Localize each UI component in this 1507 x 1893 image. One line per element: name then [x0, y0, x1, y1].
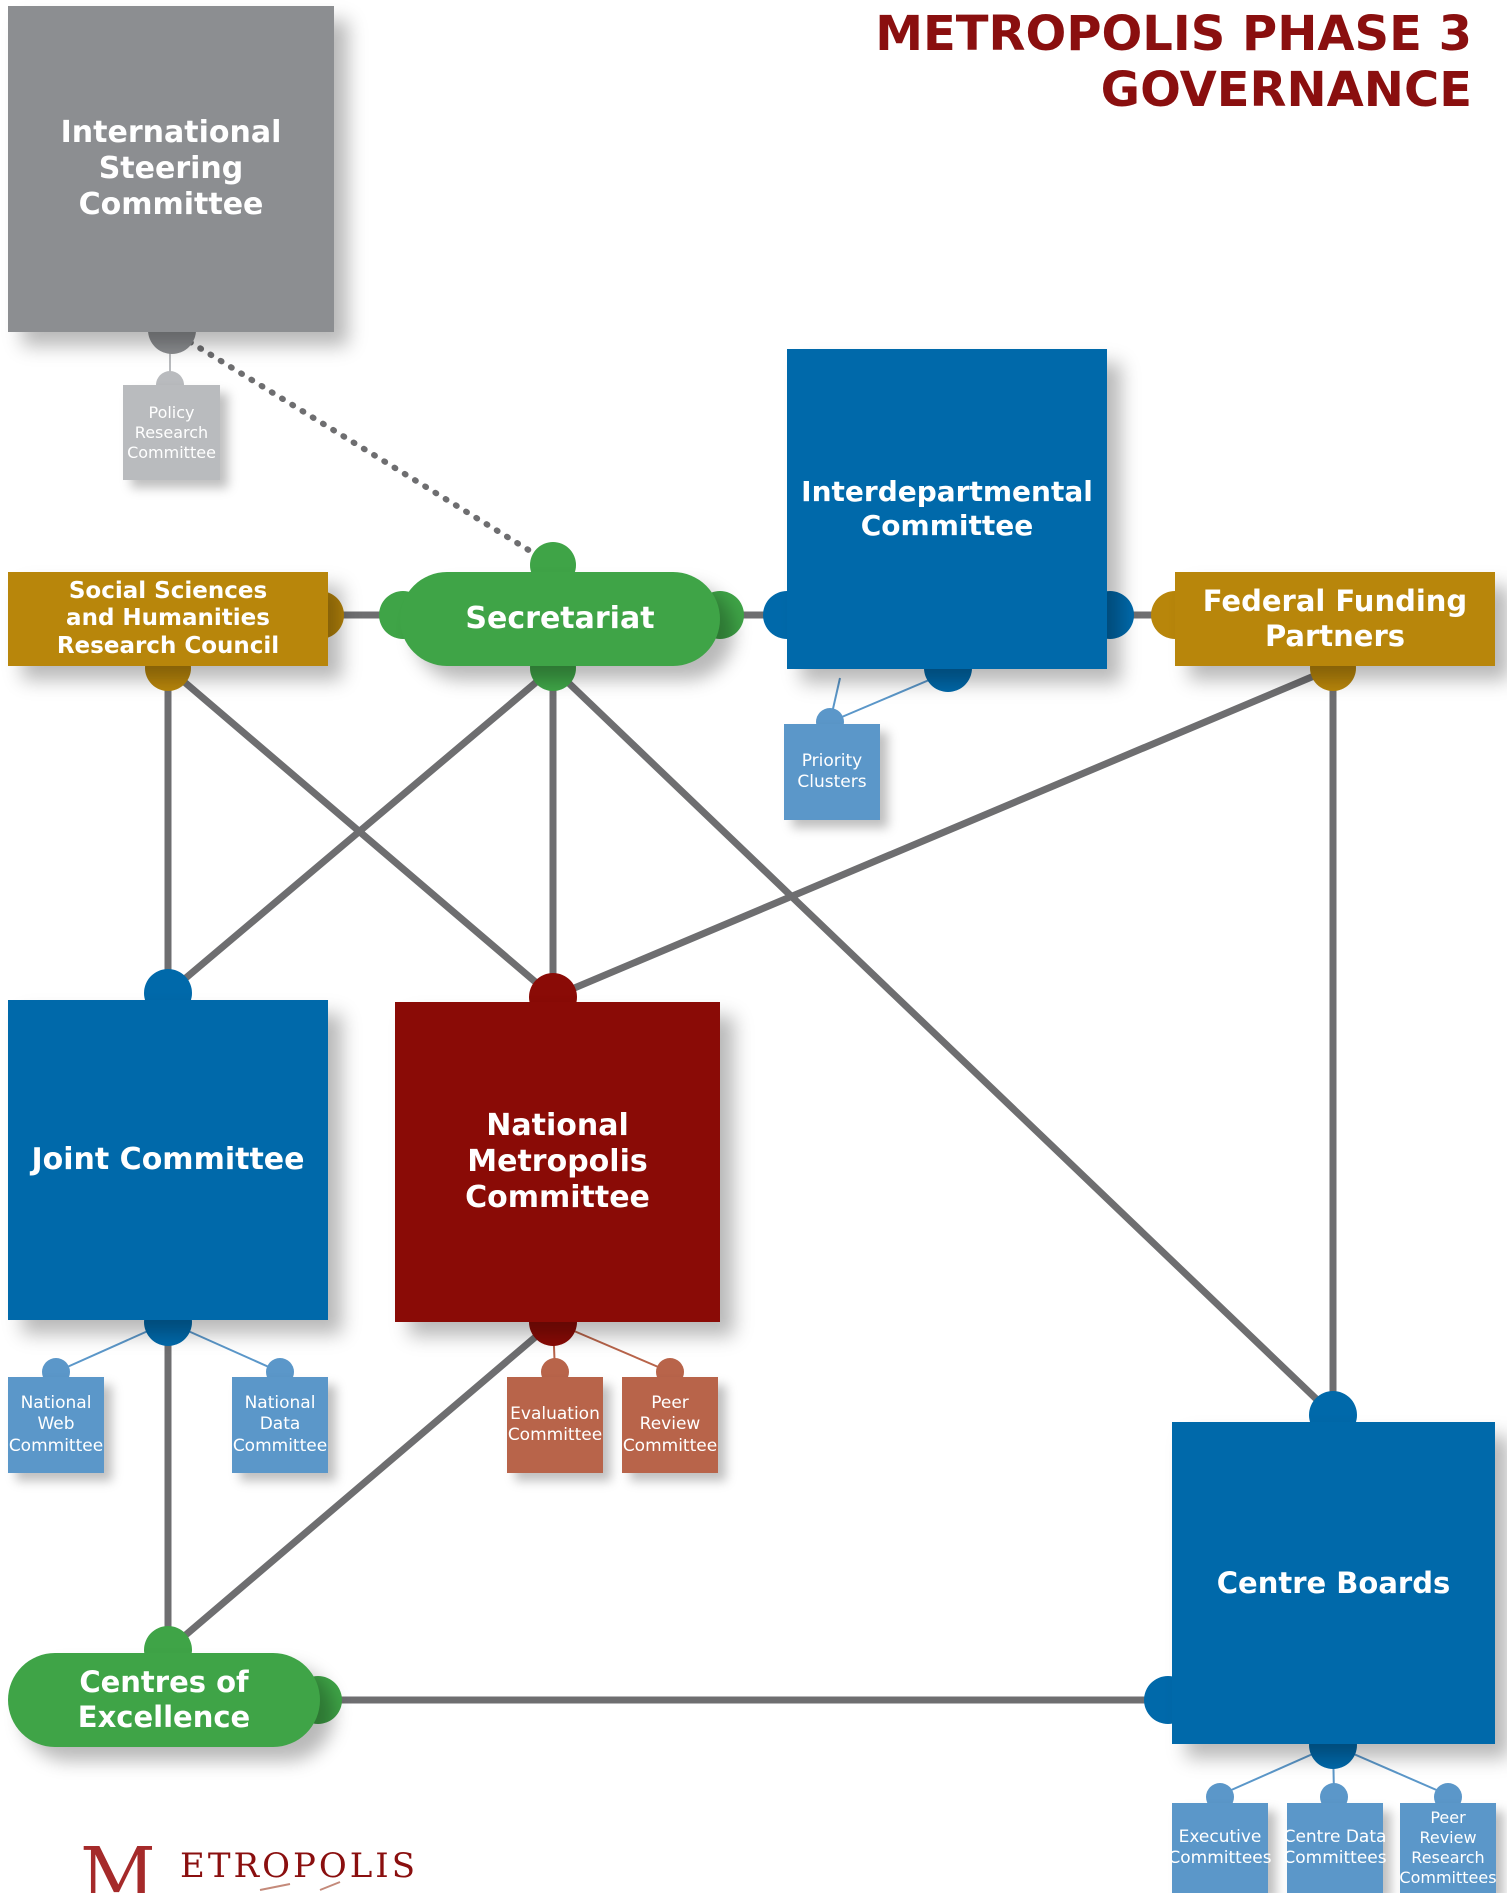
- federal-funding-partners-box: Federal Funding Partners: [1175, 572, 1495, 666]
- international-steering-committee-box: International Steering Committee: [8, 6, 334, 332]
- centres-of-excellence-box: Centres of Excellence: [8, 1653, 320, 1747]
- page-title: METROPOLIS PHASE 3 GOVERNANCE: [875, 6, 1472, 118]
- secretariat-box: Secretariat: [400, 572, 720, 666]
- connector-national-centres: [164, 1318, 557, 1654]
- logo-text: ETROPOLIS: [180, 1846, 418, 1886]
- metropolis-logo: M ETROPOLIS: [80, 1842, 418, 1893]
- priority-clusters-label: Priority Clusters: [797, 750, 867, 792]
- sshrc-box: Social Sciences and Humanities Research …: [8, 572, 328, 666]
- policy-research-committee-box: Policy Research Committee: [123, 385, 220, 480]
- interdepartmental-committee-box: Interdepartmental Committee: [787, 349, 1107, 669]
- logo-initial: M: [80, 1842, 156, 1893]
- title-line-2: GOVERNANCE: [1100, 62, 1472, 119]
- policy-research-committee-label: Policy Research Committee: [127, 402, 216, 462]
- national-metropolis-committee-label: National Metropolis Committee: [465, 1108, 650, 1215]
- peer-review-research-committees-box: Peer Review Research Committees: [1399, 1803, 1497, 1893]
- federal-funding-partners-label: Federal Funding Partners: [1202, 584, 1468, 653]
- joint-committee-box: Joint Committee: [8, 1000, 328, 1320]
- connector-isc-secretariat-dotted: [187, 339, 556, 568]
- national-metropolis-committee-box: National Metropolis Committee: [395, 1002, 720, 1322]
- priority-clusters-box: Priority Clusters: [784, 724, 880, 820]
- centre-boards-label: Centre Boards: [1216, 1565, 1451, 1600]
- national-web-committee-label: National Web Committee: [8, 1393, 104, 1456]
- evaluation-committee-box: Evaluation Committee: [507, 1377, 603, 1473]
- centre-data-committees-label: Centre Data Committees: [1283, 1826, 1387, 1868]
- evaluation-committee-label: Evaluation Committee: [507, 1403, 603, 1445]
- executive-committees-box: Executive Committees: [1168, 1803, 1272, 1893]
- peer-review-committee-label: Peer Review Committee: [622, 1393, 718, 1456]
- sshrc-label: Social Sciences and Humanities Research …: [56, 577, 280, 659]
- connector-secretariat-centreboards: [549, 664, 1337, 1419]
- connector-secretariat-joint: [164, 664, 557, 997]
- peer-review-committee-box: Peer Review Committee: [622, 1377, 718, 1473]
- centre-data-committees-box: Centre Data Committees: [1283, 1803, 1387, 1893]
- centre-boards-box: Centre Boards: [1172, 1422, 1495, 1744]
- executive-committees-label: Executive Committees: [1168, 1826, 1272, 1868]
- peer-review-research-committees-label: Peer Review Research Committees: [1399, 1808, 1497, 1887]
- centres-of-excellence-label: Centres of Excellence: [77, 1665, 251, 1734]
- national-web-committee-box: National Web Committee: [8, 1377, 104, 1473]
- international-steering-committee-label: International Steering Committee: [60, 115, 282, 222]
- national-data-committee-label: National Data Committee: [232, 1393, 328, 1456]
- secretariat-label: Secretariat: [465, 601, 655, 636]
- connector-federal-national: [549, 664, 1337, 1001]
- interdepartmental-committee-label: Interdepartmental Committee: [801, 475, 1093, 542]
- national-data-committee-box: National Data Committee: [232, 1377, 328, 1473]
- joint-committee-label: Joint Committee: [31, 1142, 305, 1177]
- title-line-1: METROPOLIS PHASE 3: [875, 6, 1472, 62]
